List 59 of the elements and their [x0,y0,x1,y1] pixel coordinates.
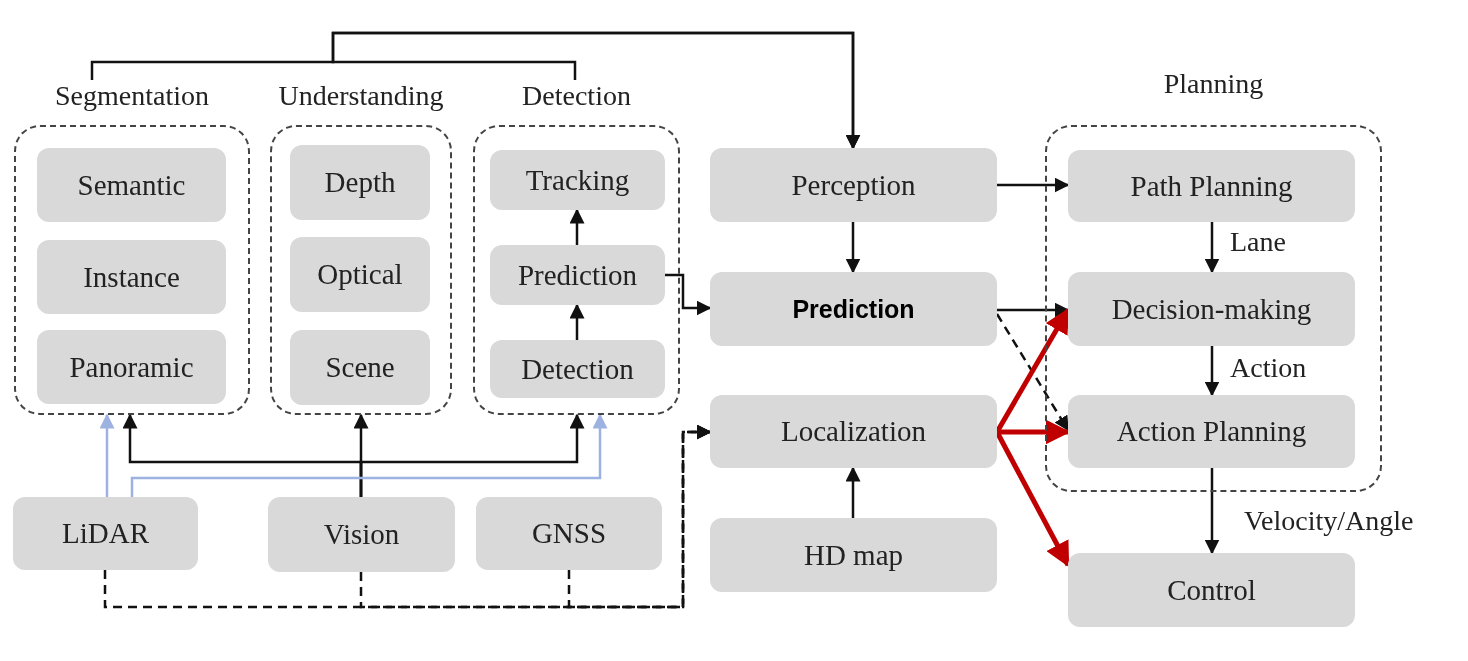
group-heading: Understanding [278,80,444,112]
box-label: Panoramic [69,350,194,384]
box-label: Path Planning [1130,169,1293,203]
process-box [710,148,997,222]
arrow [1204,468,1220,555]
process-box [476,497,662,570]
process-box [268,497,455,572]
box-label: Tracking [525,163,630,197]
box-label: LiDAR [62,517,149,550]
box-label: Prediction [517,258,638,292]
arrow [359,413,585,497]
arrow [845,466,861,518]
box-label: Localization [781,415,926,448]
process-box [1068,553,1355,627]
box-label: Instance [83,260,180,294]
box-label: Decision-making [1111,292,1312,326]
box-label: GNSS [531,517,607,550]
arrow [845,222,861,274]
box-label: Control [1167,573,1256,607]
process-box [290,145,430,220]
process-box [37,330,226,404]
arrow [569,303,585,340]
group-heading: Segmentation [55,80,209,112]
arrow [1204,346,1220,397]
box-label: Optical [317,258,403,291]
process-box [290,237,430,312]
process-box [490,245,665,305]
process-box [710,518,997,592]
group-heading: Detection [522,80,631,112]
box-label: Prediction [792,294,915,324]
process-box [37,240,226,314]
arrow [665,273,712,316]
arrow [99,413,115,497]
arrow [569,208,585,245]
box-label: Vision [323,518,400,551]
arrow [130,413,608,497]
process-box [710,395,997,468]
arrow [997,302,1070,318]
process-box [13,497,198,570]
process-box [1068,395,1355,468]
box-label: Depth [324,166,396,199]
arrow [997,177,1070,193]
process-box [1068,272,1355,346]
box-label: Action Planning [1116,415,1307,448]
box-label: Detection [521,352,634,386]
process-box [1068,150,1355,222]
box-label: Scene [325,351,395,384]
process-box [37,148,226,222]
arrow [1204,222,1220,274]
process-box [710,272,997,346]
arrow [567,424,712,609]
arrow [331,31,861,150]
box-label: HD map [803,538,904,572]
group-heading: Planning [1163,68,1264,100]
box-label: Semantic [77,168,186,202]
process-box [490,340,665,398]
box-label: Perception [791,168,916,202]
process-box [290,330,430,405]
process-box [490,150,665,210]
